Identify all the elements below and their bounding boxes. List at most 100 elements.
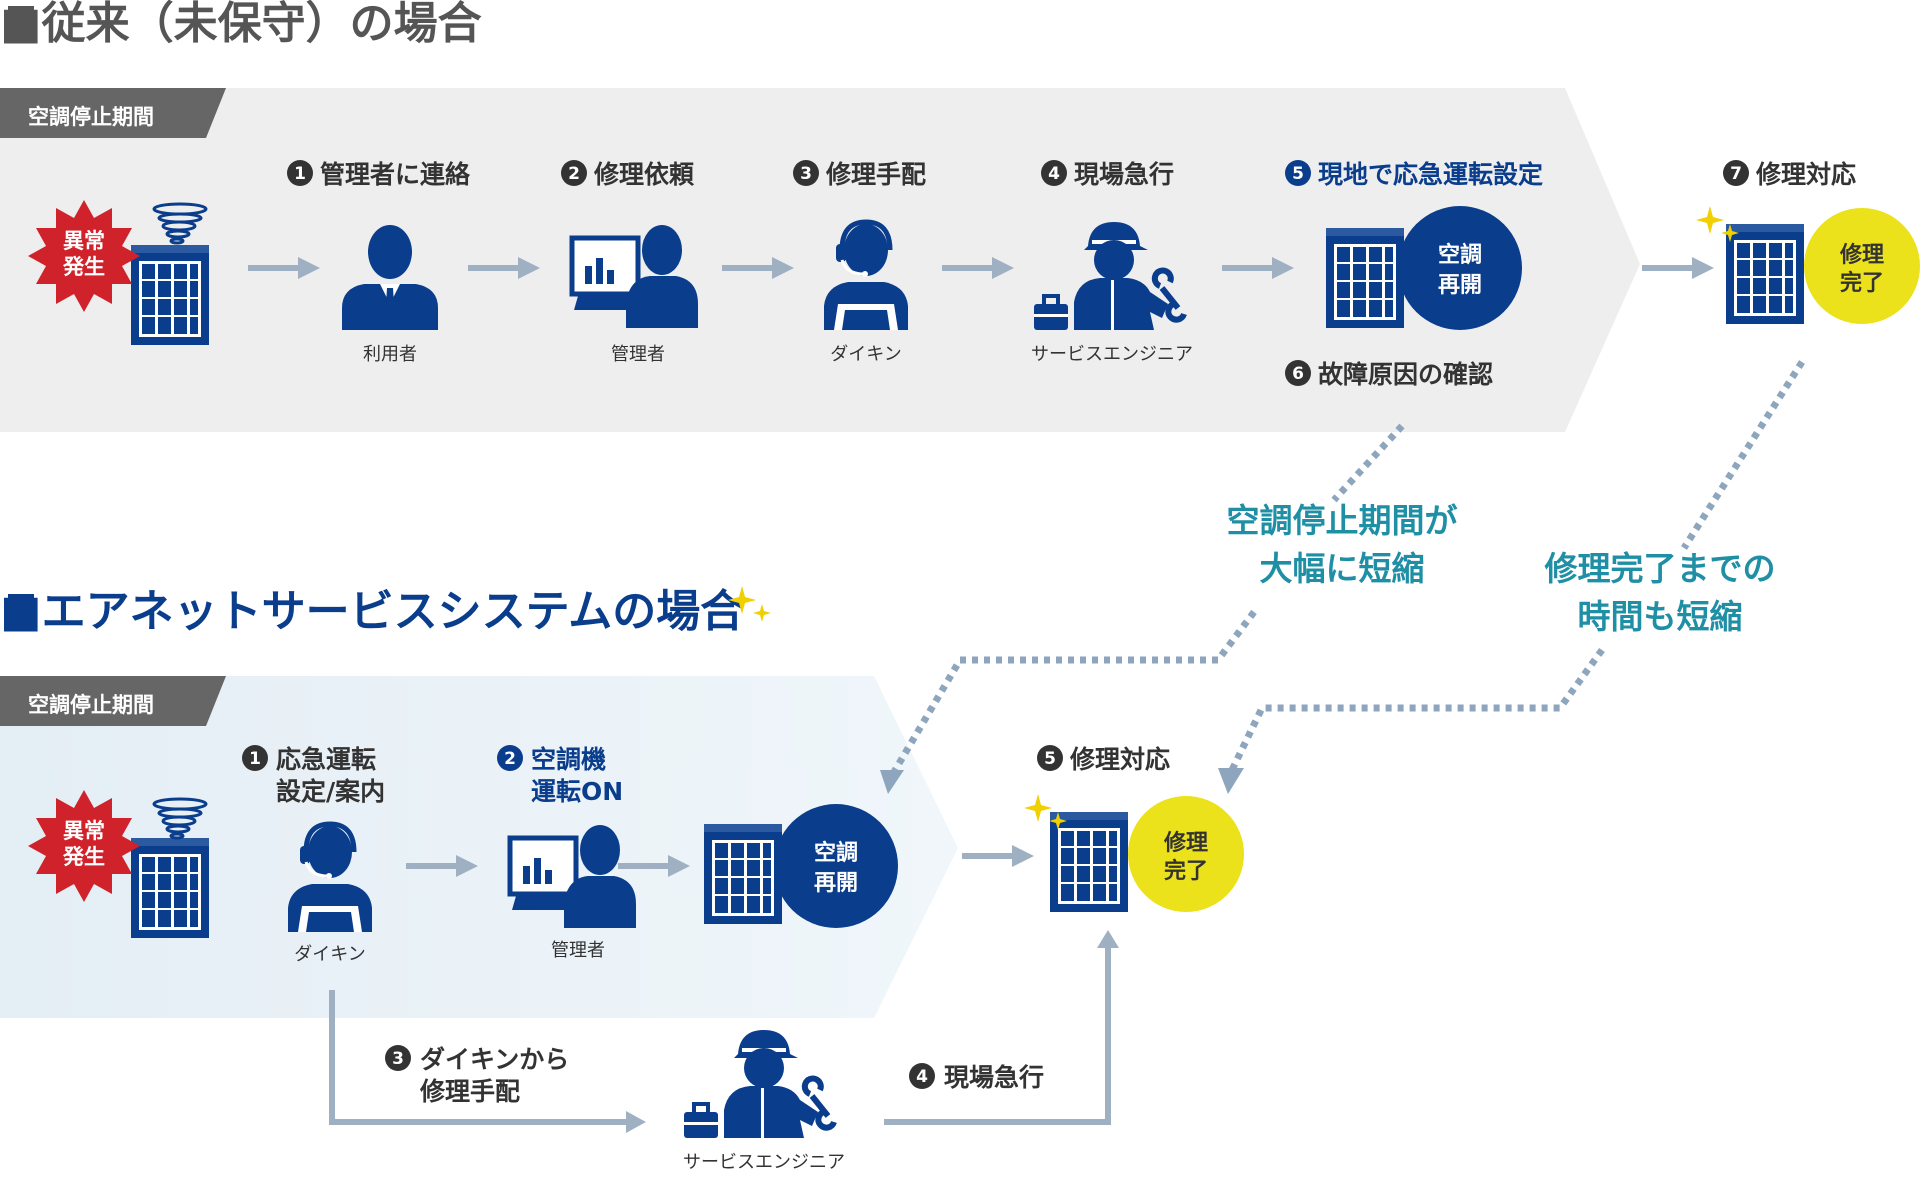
step-5: 5 現地で応急運転設定 空調 再開 — [1285, 160, 1543, 330]
step-number-badge — [1285, 360, 1311, 386]
role-label: ダイキン — [830, 344, 901, 365]
period-tag-label: 空調停止期間 — [28, 105, 154, 129]
airnet-step-5: 5 修理対応 修理 完了 — [1024, 745, 1244, 912]
role-label: 管理者 — [551, 940, 605, 961]
step-number-badge — [385, 1045, 411, 1071]
period-tag — [0, 88, 226, 138]
step-label: 運転ON — [531, 777, 623, 806]
step-number: 2 — [568, 164, 580, 184]
step-number-badge — [287, 160, 313, 186]
step-number: 3 — [392, 1049, 404, 1069]
alert-line-1: 異常 — [63, 229, 105, 253]
conventional-title: ■従来（未保守）の場合 — [0, 0, 482, 49]
step-number-badge — [1285, 160, 1311, 186]
step-number: 3 — [800, 164, 812, 184]
step-number: 5 — [1044, 749, 1056, 769]
comparison-connectors: 空調停止期間が 大幅に短縮 修理完了までの 時間も短縮 — [880, 360, 1805, 794]
step-number-badge — [1041, 160, 1067, 186]
step-label: 故障原因の確認 — [1318, 360, 1493, 389]
restart-line-2: 再開 — [1438, 273, 1482, 298]
arrow-icon — [962, 845, 1034, 867]
alert-line-1: 異常 — [63, 819, 105, 843]
dotted-arrow-icon — [880, 770, 904, 794]
airnet-step-3: 3 ダイキンから 修理手配 — [385, 1045, 569, 1106]
step-number-badge — [909, 1063, 935, 1089]
restart-circle — [1398, 206, 1522, 330]
ac-unit-icon — [704, 824, 782, 924]
complete-line-1: 修理 — [1163, 830, 1208, 856]
airnet-section: ■エアネットサービスシステムの場合 空調停止期間 異常 発生 1 応急運転 設定… — [0, 586, 1244, 1173]
dotted-arrow-icon — [890, 423, 1405, 774]
step-label: 空調機 — [531, 745, 606, 774]
step-6: 6 故障原因の確認 — [1285, 360, 1493, 389]
step-label: 修理依頼 — [593, 160, 695, 189]
alert-line-2: 発生 — [62, 255, 105, 279]
step-number: 4 — [916, 1067, 928, 1087]
step-number-badge — [1723, 160, 1749, 186]
role-label: ダイキン — [294, 944, 365, 965]
step-label: 応急運転 — [276, 745, 376, 774]
arrow-icon — [1642, 257, 1714, 279]
period-tag — [0, 676, 226, 726]
ac-unit-icon — [1326, 228, 1404, 328]
step-label: 修理手配 — [825, 160, 926, 189]
step-1: 1 管理者に連絡 利用者 — [287, 160, 471, 365]
arrow-icon — [329, 990, 630, 1125]
step-number: 1 — [294, 164, 306, 184]
ac-unit-icon — [1726, 224, 1804, 324]
step-number: 6 — [1292, 364, 1304, 384]
step-number: 7 — [1730, 164, 1742, 184]
step-label: 修理対応 — [1069, 745, 1170, 774]
complete-circle — [1128, 796, 1244, 912]
conventional-panel — [0, 88, 1640, 432]
alert-line-2: 発生 — [62, 845, 105, 869]
dotted-arrow-icon — [1228, 360, 1805, 772]
period-tag-label: 空調停止期間 — [28, 693, 154, 717]
restart-line-1: 空調 — [1438, 242, 1482, 268]
role-label: 利用者 — [363, 344, 417, 365]
airnet-panel — [0, 676, 958, 1018]
step-number-badge — [1037, 745, 1063, 771]
step-4: 4 現場急行 サービスエンジニア — [1031, 160, 1193, 365]
step-label: 修理手配 — [419, 1077, 520, 1106]
step-2: 2 修理依頼 管理者 — [561, 160, 698, 365]
ac-unit-icon — [131, 245, 209, 345]
airnet-step-4: サービスエンジニア 4 現場急行 — [683, 1030, 1044, 1173]
complete-circle — [1804, 208, 1920, 324]
callout-stop-period-line-1: 空調停止期間が — [1227, 501, 1458, 540]
airnet-title: ■エアネットサービスシステムの場合 — [0, 586, 744, 637]
airnet-step-1: 1 応急運転 設定/案内 ダイキン — [242, 745, 385, 965]
dotted-arrow-icon — [1218, 768, 1244, 794]
restart-circle — [774, 804, 898, 928]
step-number: 4 — [1048, 164, 1060, 184]
square-bullet-icon — [8, 6, 34, 32]
role-label: サービスエンジニア — [1031, 344, 1193, 365]
callout-stop-period-line-2: 大幅に短縮 — [1260, 549, 1425, 588]
ac-unit-icon — [131, 838, 209, 938]
restart-line-1: 空調 — [814, 840, 858, 866]
role-label: 管理者 — [611, 344, 665, 365]
step-number-badge — [561, 160, 587, 186]
step-number-badge — [242, 745, 268, 771]
step-label: 修理対応 — [1755, 160, 1856, 189]
step-7: 7 修理対応 修理 完了 — [1696, 160, 1920, 324]
arrow-icon — [626, 1111, 646, 1133]
step-label: 現場急行 — [1074, 160, 1174, 189]
ac-unit-icon — [1050, 812, 1128, 912]
step-3: 3 修理手配 ダイキン — [793, 160, 926, 365]
step-label: 現地で応急運転設定 — [1318, 160, 1543, 189]
complete-line-2: 完了 — [1840, 270, 1884, 296]
step-number: 1 — [249, 749, 261, 769]
square-bullet-icon — [8, 594, 34, 620]
step-label: ダイキンから — [420, 1045, 569, 1074]
step-number: 5 — [1292, 164, 1304, 184]
role-label: サービスエンジニア — [683, 1152, 845, 1173]
airnet-step-2: 2 空調機 運転ON 管理者 — [497, 745, 636, 961]
complete-line-2: 完了 — [1164, 858, 1208, 884]
step-label: 設定/案内 — [276, 777, 385, 806]
restart-line-2: 再開 — [814, 871, 858, 896]
step-label: 管理者に連絡 — [320, 160, 471, 189]
callout-repair-time-line-2: 時間も短縮 — [1578, 597, 1743, 636]
step-number-badge — [793, 160, 819, 186]
